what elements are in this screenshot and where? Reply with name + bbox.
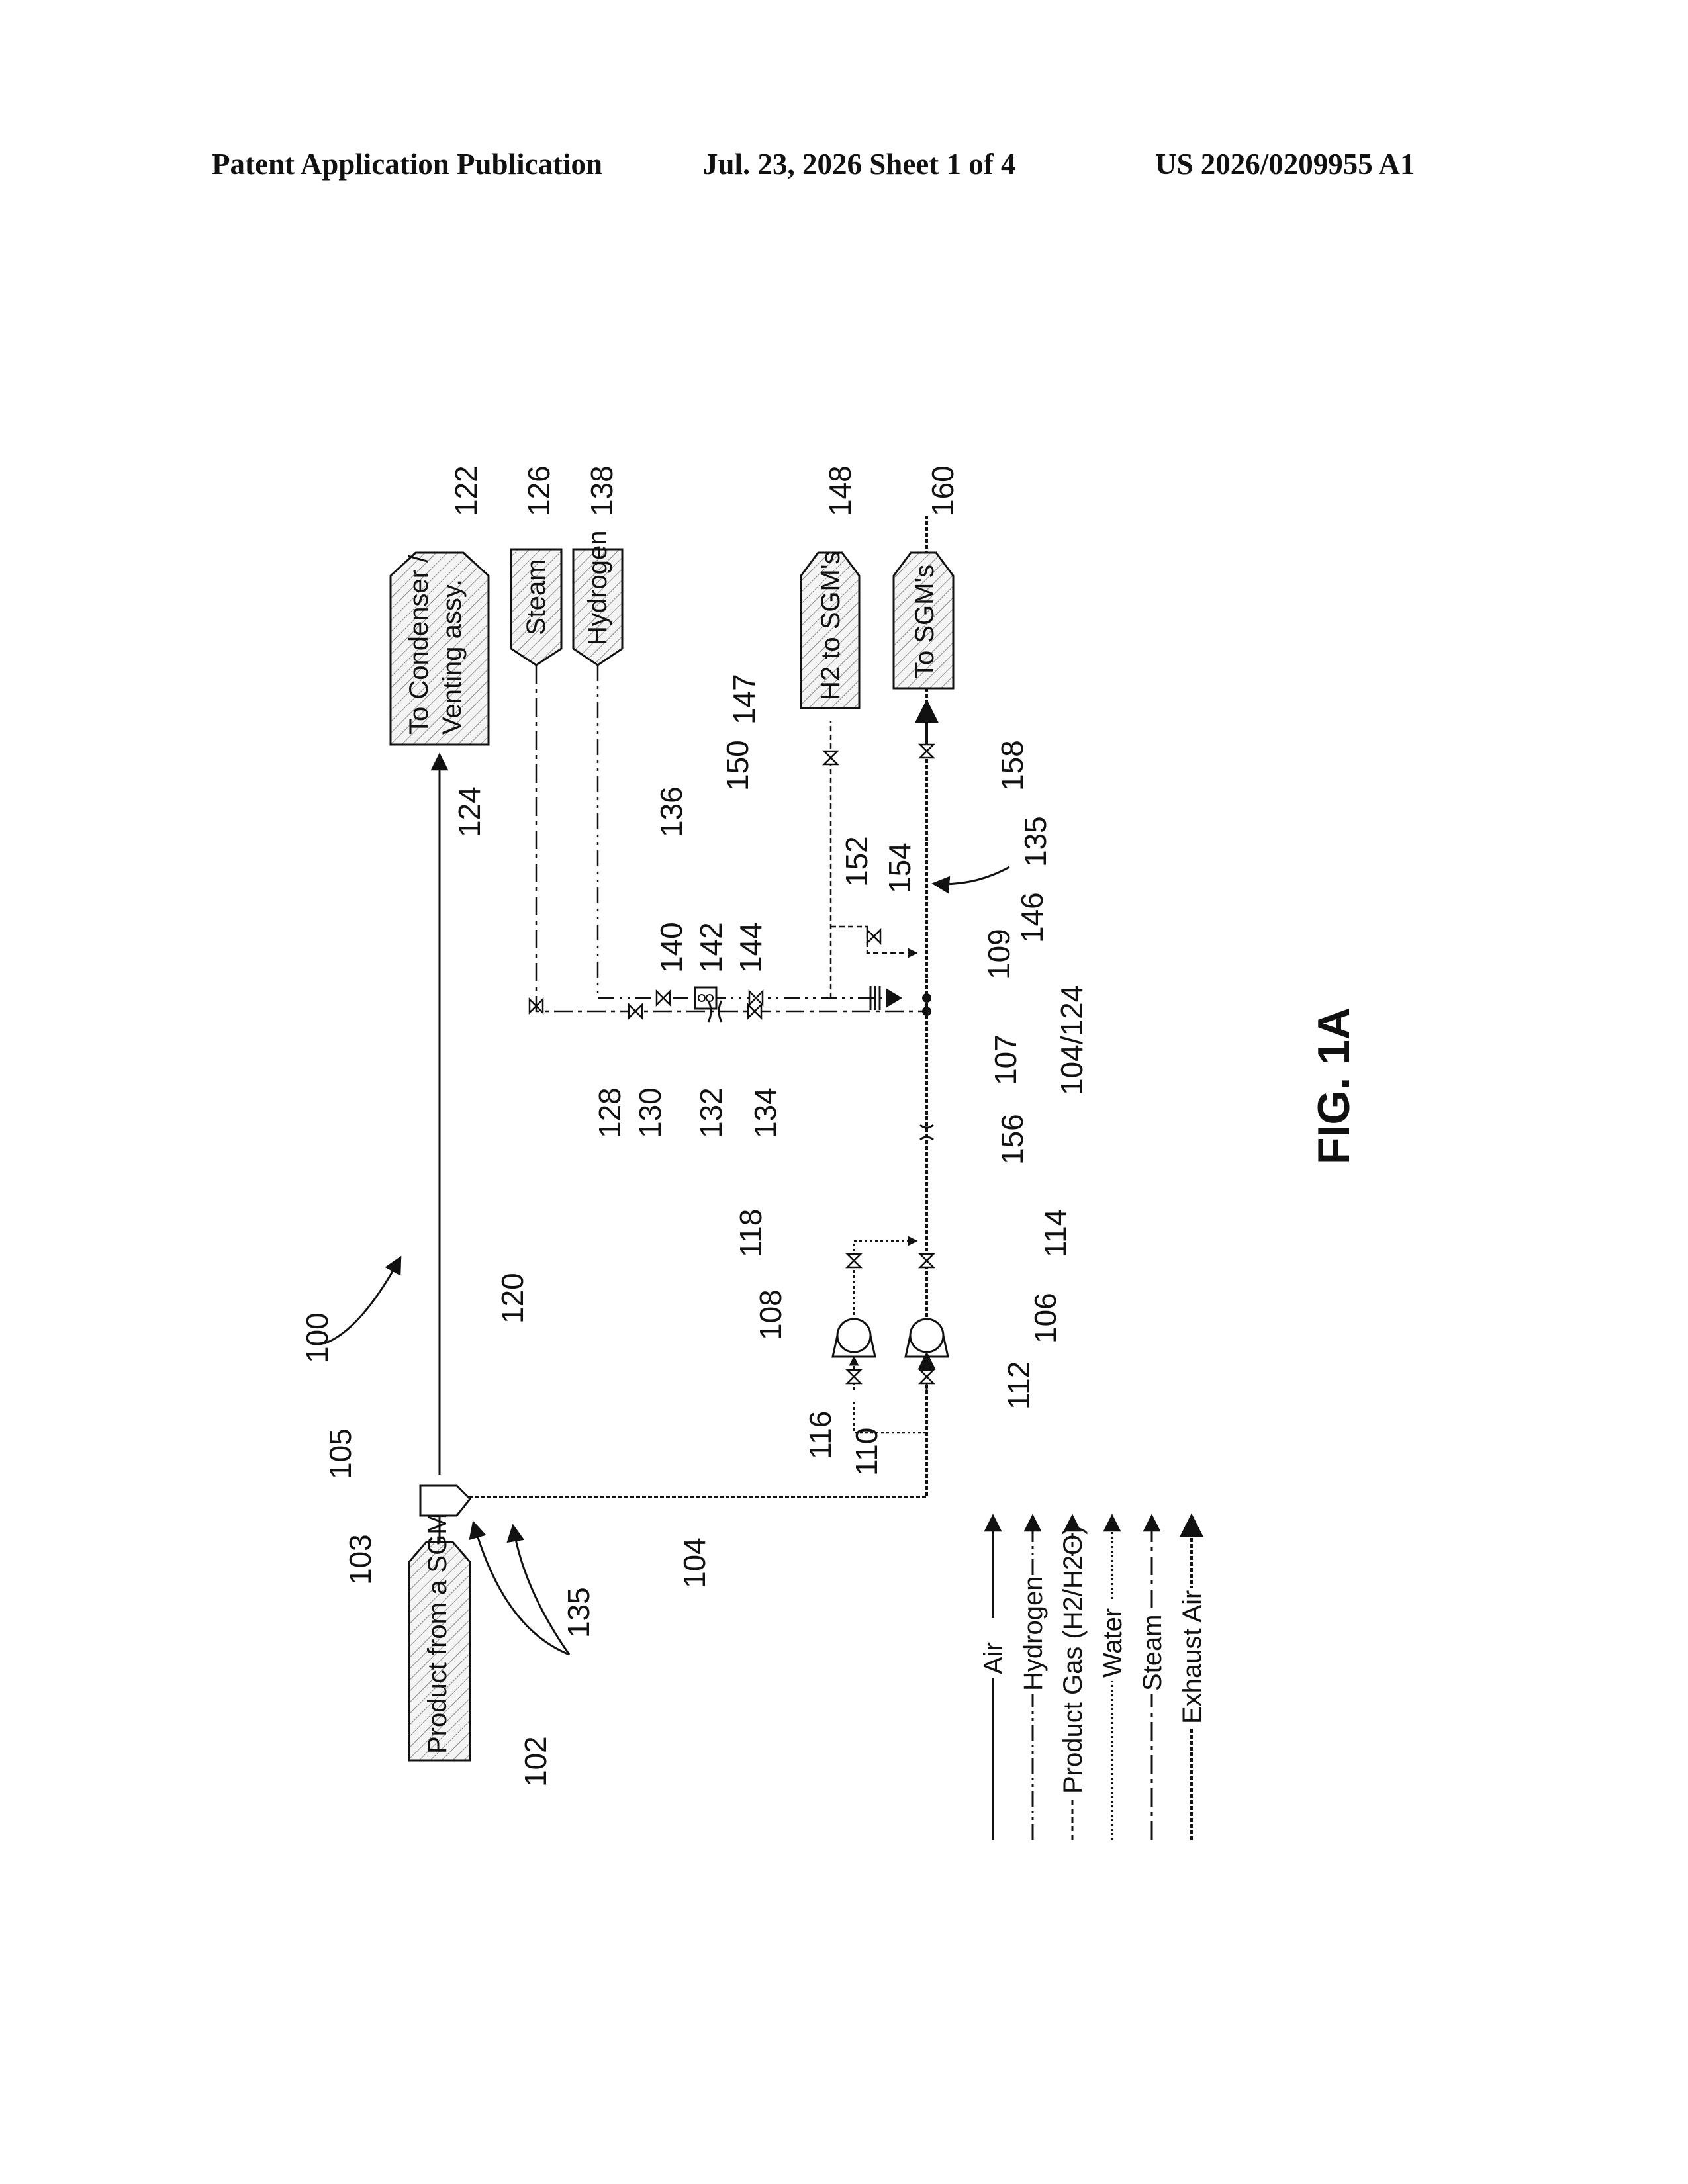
ref-118: 118 — [733, 1209, 768, 1257]
ref-120: 120 — [495, 1273, 530, 1324]
check-valve-146 — [870, 986, 900, 1010]
legend-label-air: Air — [979, 1642, 1008, 1674]
terminal-to-sgms-label: To SGM's — [910, 565, 939, 678]
valve-114 — [920, 1254, 933, 1267]
ref-146: 146 — [1015, 892, 1049, 943]
figure-label: FIG. 1A — [1309, 1007, 1359, 1165]
ref-135-arrow-c — [933, 867, 1009, 884]
legend-label-water: Water — [1098, 1608, 1127, 1678]
terminal-product-from-sgm-label: Product from a SGM — [423, 1512, 452, 1754]
valve-140 — [657, 991, 670, 1005]
separator-105 — [420, 1486, 470, 1516]
ref-103: 103 — [343, 1534, 377, 1585]
valve-118 — [847, 1254, 861, 1267]
ref-134: 134 — [748, 1087, 782, 1138]
ref-135-left: 135 — [561, 1587, 596, 1638]
ref-114: 114 — [1038, 1209, 1072, 1257]
terminal-condenser-label-1: To Condenser / — [404, 555, 434, 735]
terminal-h2-to-sgms-label: H2 to SGM's — [816, 551, 845, 700]
ref-144: 144 — [733, 922, 768, 973]
ref-128: 128 — [592, 1087, 627, 1138]
valve-158 — [920, 745, 933, 758]
valve-112 — [920, 1370, 933, 1383]
junction-109 — [922, 993, 931, 1003]
ref-124: 124 — [452, 786, 487, 837]
ref-116: 116 — [803, 1411, 837, 1459]
ref-136: 136 — [654, 786, 688, 837]
ref-142: 142 — [694, 922, 728, 973]
ref-122: 122 — [449, 465, 483, 516]
ref-158: 158 — [995, 740, 1029, 791]
ref-147: 147 — [727, 674, 761, 725]
ref-104: 104 — [677, 1537, 712, 1588]
valve-116 — [847, 1370, 861, 1383]
legend-label-product-gas: Product Gas (H2/H2O) — [1058, 1525, 1088, 1794]
pump-108 — [837, 1319, 870, 1352]
line-108-outlet — [854, 1241, 917, 1320]
ref-148: 148 — [823, 465, 857, 516]
valve-150 — [824, 751, 837, 764]
ref-126: 126 — [522, 465, 556, 516]
ref-105: 105 — [323, 1428, 357, 1479]
junction-107 — [922, 1007, 931, 1016]
ref-135-right: 135 — [1018, 816, 1053, 867]
ref-102: 102 — [518, 1736, 553, 1787]
ref-109: 109 — [982, 929, 1016, 979]
ref-156: 156 — [995, 1114, 1029, 1165]
ref-150: 150 — [720, 740, 755, 791]
ref-154: 154 — [882, 842, 917, 893]
ref-138: 138 — [585, 465, 619, 516]
line-152 — [831, 927, 917, 953]
valve-130 — [629, 1005, 642, 1018]
terminal-steam-label: Steam — [522, 559, 551, 635]
ref-160: 160 — [925, 465, 960, 516]
terminal-hydrogen-label: Hydrogen — [583, 531, 612, 645]
ref-104-124: 104/124 — [1055, 985, 1089, 1095]
ref-108: 108 — [753, 1289, 788, 1340]
valve-134 — [748, 1005, 761, 1018]
ref-152: 152 — [839, 836, 874, 887]
ref-135-arrow-b — [473, 1522, 569, 1655]
legend-label-hydrogen: Hydrogen — [1019, 1576, 1048, 1691]
legend-label-exhaust-air: Exhaust Air — [1178, 1590, 1207, 1724]
terminal-condenser-label-2: Venting assy. — [438, 579, 467, 735]
ref-106: 106 — [1028, 1293, 1062, 1343]
ref-100-arrow — [324, 1257, 400, 1343]
ref-140: 140 — [654, 922, 688, 973]
ref-100: 100 — [300, 1312, 334, 1363]
ref-132: 132 — [694, 1087, 728, 1138]
ref-112: 112 — [1002, 1361, 1036, 1410]
legend-label-steam: Steam — [1138, 1614, 1167, 1691]
pump-106 — [910, 1319, 943, 1352]
valve-154 — [867, 930, 880, 943]
valve-144 — [749, 991, 763, 1005]
ref-110: 110 — [849, 1428, 884, 1476]
ref-107: 107 — [988, 1034, 1023, 1085]
ref-130: 130 — [633, 1087, 667, 1138]
